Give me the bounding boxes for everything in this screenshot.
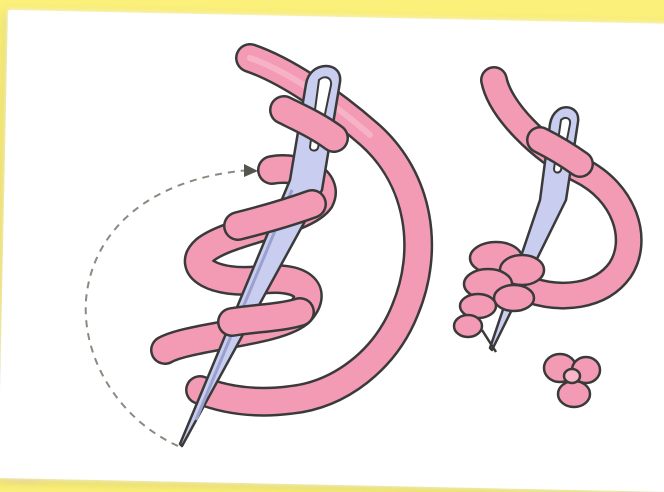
right-panel xyxy=(454,80,629,407)
finished-knot-icon xyxy=(544,354,600,407)
french-knot-diagram xyxy=(0,0,664,476)
left-panel xyxy=(86,58,418,446)
